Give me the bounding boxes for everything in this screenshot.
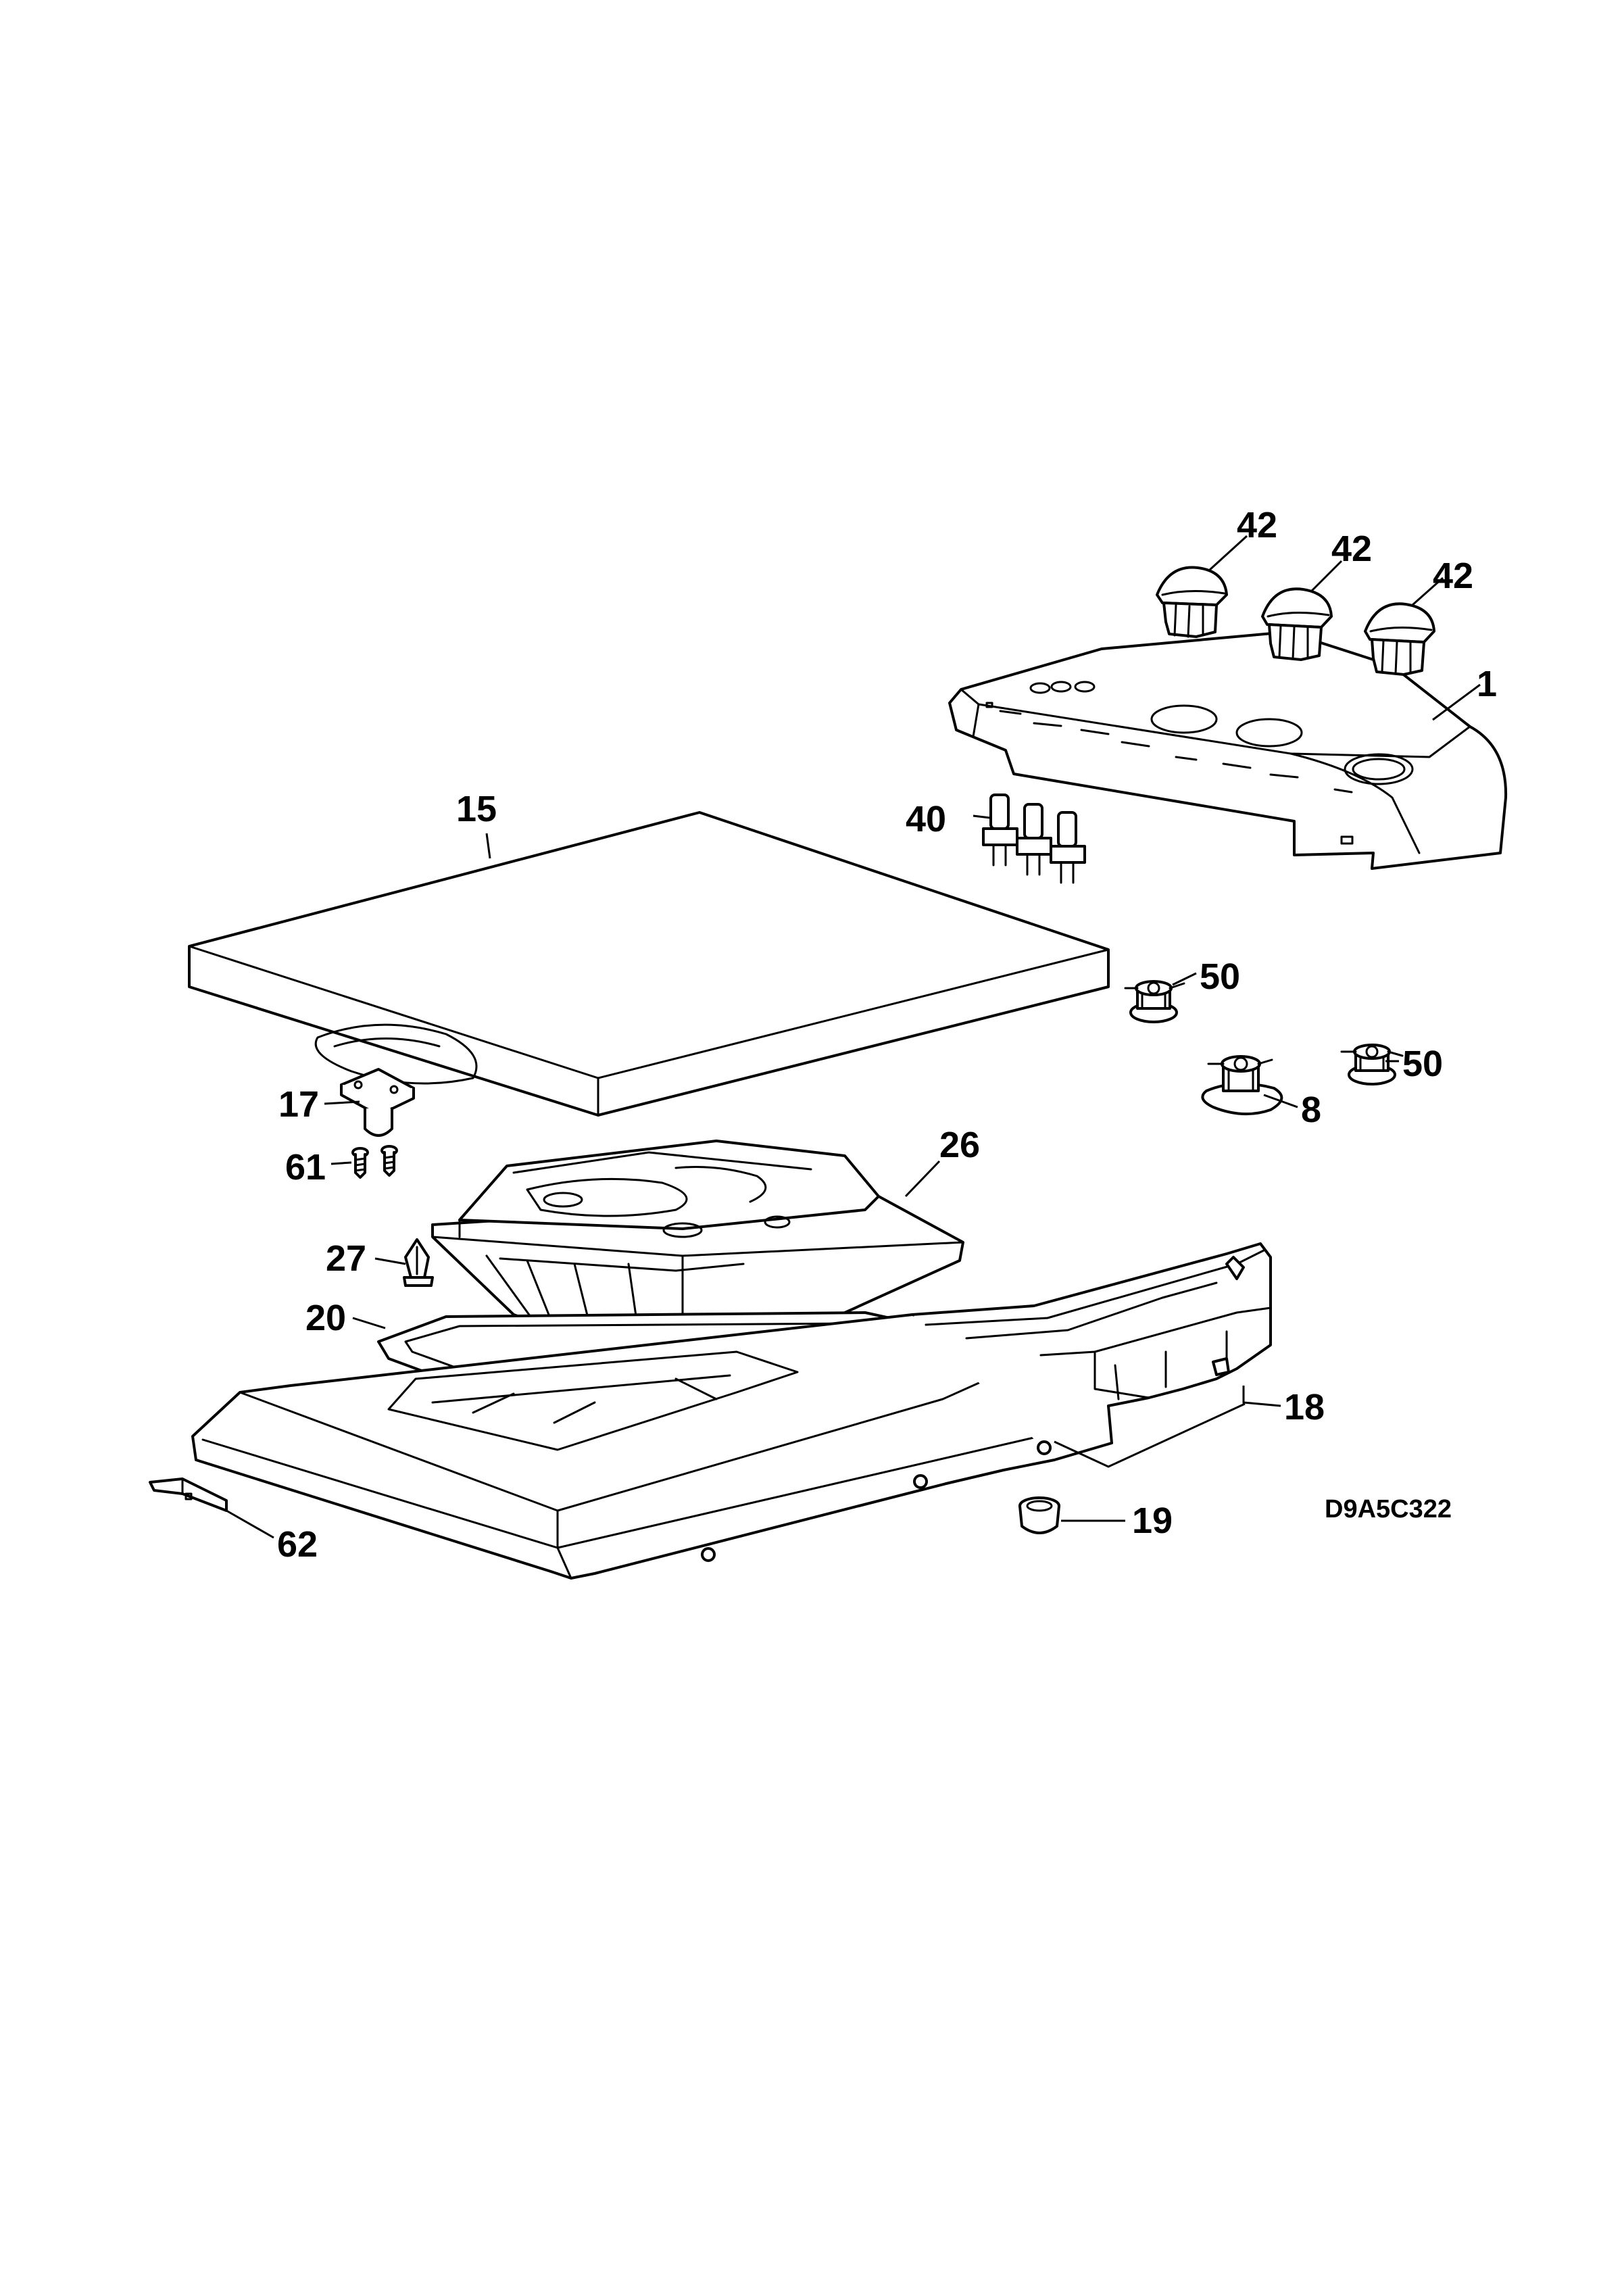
callout-valve-1: 50 bbox=[1200, 956, 1240, 997]
control-panel-part bbox=[948, 631, 1508, 870]
screws-part bbox=[351, 1145, 398, 1179]
callout-screws: 61 bbox=[285, 1147, 326, 1188]
callout-knob-2: 42 bbox=[1331, 529, 1372, 569]
callout-knob-1: 42 bbox=[1237, 505, 1277, 545]
bracket-part bbox=[149, 1477, 228, 1512]
push-buttons-part bbox=[982, 793, 1086, 884]
callout-top-frame: 18 bbox=[1284, 1387, 1325, 1427]
callout-clip: 27 bbox=[326, 1238, 366, 1279]
clip-part bbox=[403, 1238, 434, 1287]
drawing-code: D9A5C322 bbox=[1325, 1495, 1452, 1523]
top-frame-part bbox=[191, 1242, 1272, 1580]
callout-valve-3: 8 bbox=[1301, 1090, 1321, 1130]
callout-dispenser: 26 bbox=[939, 1125, 980, 1165]
knob-part bbox=[1261, 587, 1333, 661]
callout-bracket: 62 bbox=[277, 1524, 318, 1565]
callout-knob-3: 42 bbox=[1433, 556, 1473, 596]
valve-part bbox=[1201, 1055, 1283, 1116]
callout-control-panel: 1 bbox=[1477, 664, 1497, 704]
callout-labels: 42 42 42 1 15 40 50 50 8 17 61 26 27 20 … bbox=[277, 505, 1497, 1565]
lid-part bbox=[188, 811, 1110, 1117]
callout-lid: 15 bbox=[456, 789, 497, 829]
knob-part bbox=[1156, 566, 1228, 638]
callout-bumper: 19 bbox=[1132, 1500, 1173, 1541]
hinge-part bbox=[340, 1068, 415, 1137]
callout-seal: 20 bbox=[305, 1298, 346, 1338]
valve-part bbox=[1340, 1044, 1404, 1085]
callout-valve-2: 50 bbox=[1402, 1044, 1443, 1084]
knob-part bbox=[1364, 602, 1435, 676]
bumper-part bbox=[1018, 1496, 1060, 1534]
callout-hinge: 17 bbox=[278, 1084, 319, 1125]
leader-lines bbox=[226, 535, 1481, 1539]
callout-push-buttons: 40 bbox=[906, 799, 946, 839]
valve-part bbox=[1124, 980, 1185, 1023]
